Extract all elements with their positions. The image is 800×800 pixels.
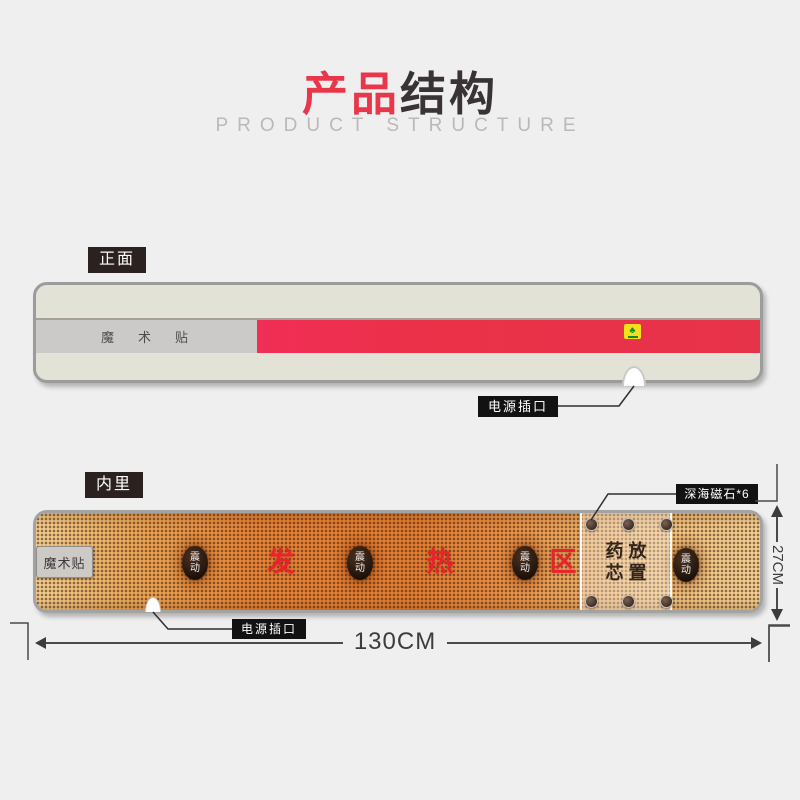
width-dimension-label: 130CM — [353, 628, 437, 655]
vibration-motor-4: 震动 — [673, 548, 699, 582]
heating-zone-char-2: 热 — [426, 547, 454, 577]
front-velcro-strip: 魔术贴 — [36, 320, 257, 353]
brand-logo-icon: ♣ — [629, 324, 636, 335]
height-extension-top — [755, 464, 778, 502]
brand-logo-text-bar — [627, 335, 638, 338]
medicine-pocket-label-line2: 芯置 — [605, 562, 652, 583]
front-belt: 魔术贴 ♣ — [33, 282, 763, 386]
height-arrow-up — [771, 505, 783, 517]
width-arrow-left — [35, 637, 46, 649]
height-extension-bottom — [768, 624, 790, 662]
page-title-accent: 产品 — [302, 68, 400, 120]
width-extension-left — [10, 622, 29, 660]
magnet-5 — [622, 595, 635, 608]
front-belt-band: 魔术贴 — [36, 318, 760, 353]
magnet-3 — [660, 518, 673, 531]
page-title-rest: 结构 — [400, 68, 498, 120]
page-title: 产品结构 — [0, 58, 800, 124]
brand-logo: ♣ — [624, 324, 641, 339]
front-power-socket — [622, 366, 646, 386]
inner-velcro-tag: 魔术贴 — [36, 546, 93, 578]
front-section-tag: 正面 — [88, 247, 146, 273]
width-arrow-right — [751, 637, 762, 649]
front-power-label: 电源插口 — [478, 396, 558, 417]
heating-zone-char-3: 区 — [549, 547, 577, 577]
page-subtitle: PRODUCT STRUCTURE — [215, 115, 585, 136]
vibration-motor-1: 震动 — [182, 546, 208, 580]
inner-belt: 魔术贴 震动 震动 震动 震动 发 热 区 药放 芯置 — [33, 510, 763, 613]
front-red-strip — [257, 320, 760, 353]
height-arrow-down — [771, 609, 783, 621]
inner-section-tag: 内里 — [85, 472, 143, 498]
vibration-motor-2: 震动 — [347, 546, 373, 580]
width-extension-right — [768, 625, 790, 662]
front-power-leader-line — [558, 385, 635, 407]
magnet-6 — [660, 595, 673, 608]
medicine-pocket-label-line1: 药放 — [605, 540, 652, 561]
inner-power-socket — [145, 597, 161, 612]
vibration-motor-3: 震动 — [512, 546, 538, 580]
magnet-callout-label: 深海磁石*6 — [676, 484, 758, 504]
inner-power-label: 电源插口 — [232, 619, 306, 639]
magnet-2 — [622, 518, 635, 531]
inner-power-leader-line — [152, 611, 232, 630]
magnet-4 — [585, 595, 598, 608]
height-dimension-label: 27CM — [769, 544, 786, 585]
heating-zone-char-1: 发 — [267, 547, 295, 577]
magnet-1 — [585, 518, 598, 531]
